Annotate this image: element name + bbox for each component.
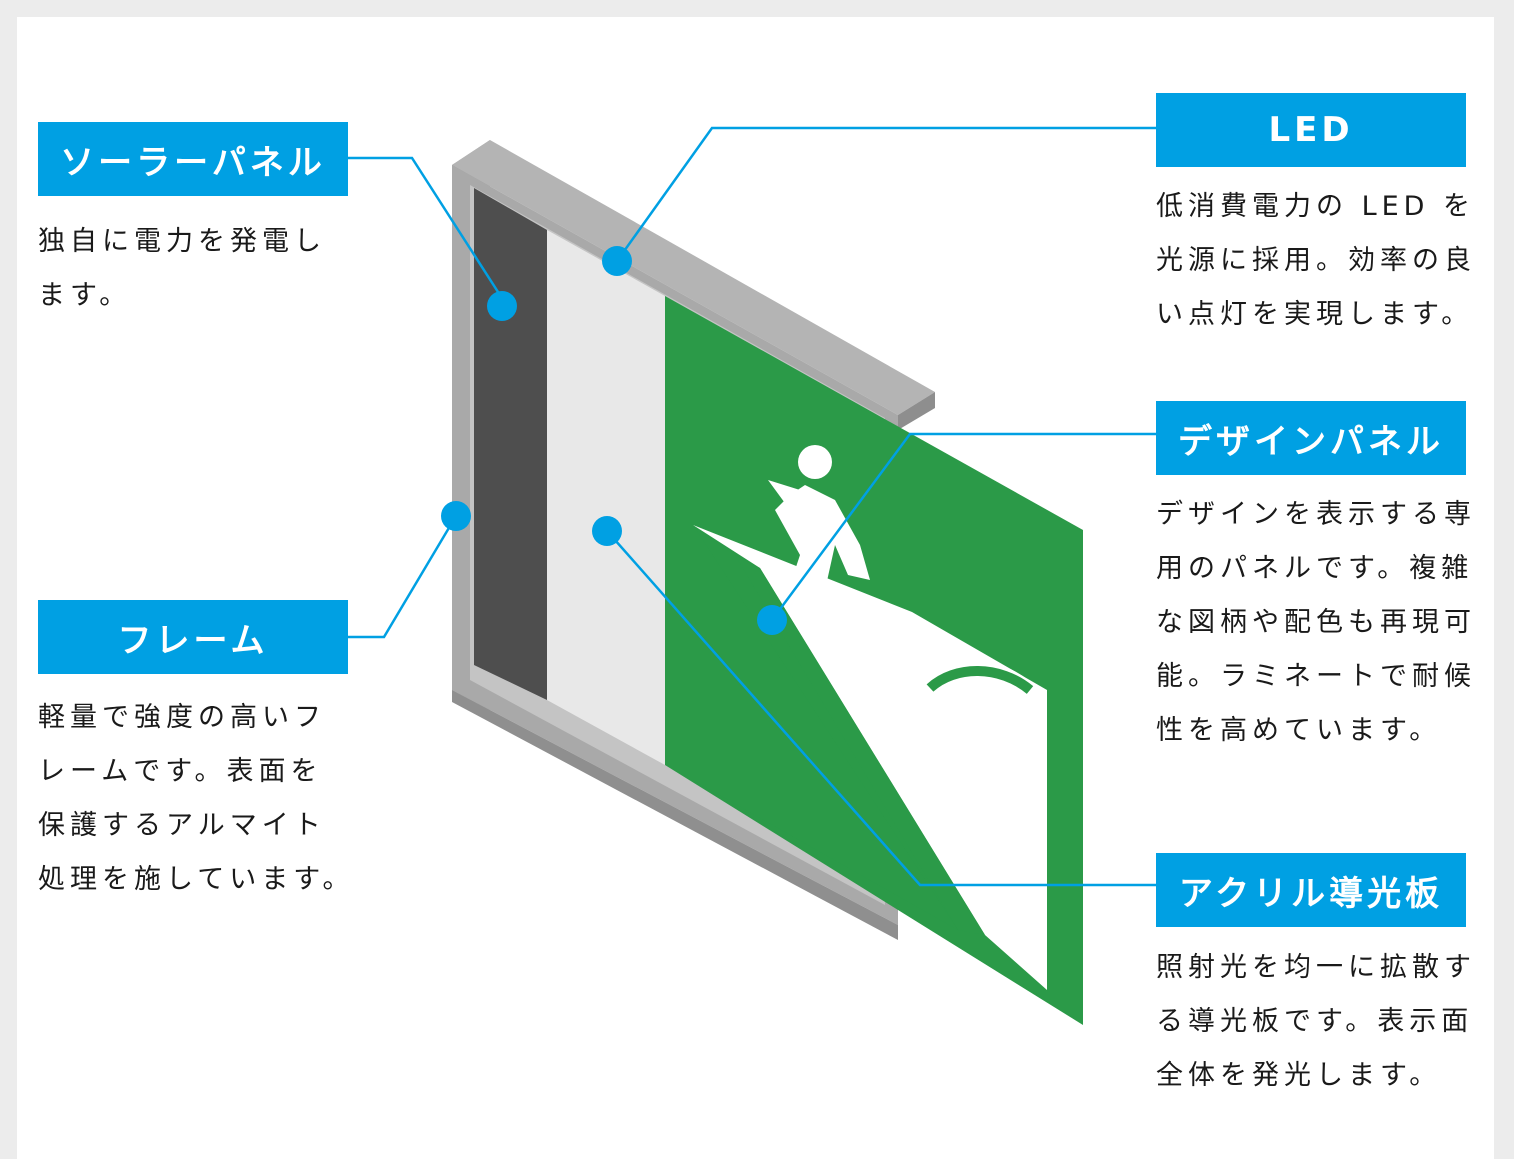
light-guide-strip	[547, 230, 665, 765]
desc-frame: 軽量で強度の高いフ レームです。表面を 保護するアルマイト 処理を施しています。	[38, 702, 355, 895]
frame-top-edge	[898, 392, 935, 430]
frame-top	[452, 140, 935, 415]
tsunami-wave-curve	[926, 666, 1034, 694]
frame-bottom	[452, 690, 898, 940]
label-acrylic-light-guide: アクリル導光板	[1156, 853, 1466, 927]
dot-led	[602, 246, 632, 276]
label-solar-panel: ソーラーパネル	[38, 122, 348, 196]
leader-acrylic	[606, 530, 1156, 887]
leader-lines	[347, 126, 1156, 887]
pictogram-slope	[693, 525, 1047, 990]
desc-led: 低消費電力の LED を 光源に採用。効率の良 い点灯を実現します。	[1156, 191, 1476, 330]
marker-dots	[441, 246, 787, 635]
leader-solar-panel	[347, 156, 509, 307]
label-design-panel: デザインパネル	[1156, 401, 1466, 475]
dot-design-panel	[757, 605, 787, 635]
desc-solar-panel: 独自に電力を発電し ます。	[38, 226, 326, 311]
label-led: LED	[1156, 93, 1466, 167]
pictogram-green-diagonal	[735, 555, 985, 935]
desc-design-panel: デザインを表示する専 用のパネルです。複雑 な図柄や配色も再現可 能。ラミネート…	[1156, 499, 1476, 746]
running-person-pictogram	[768, 445, 895, 640]
solar-panel-strip	[474, 188, 547, 700]
dot-solar-panel	[487, 291, 517, 321]
leader-led	[615, 126, 1156, 262]
desc-acrylic-light-guide: 照射光を均一に拡散す る導光板です。表示面 全体を発光します。	[1156, 952, 1476, 1091]
leader-frame	[347, 515, 458, 639]
label-frame: フレーム	[38, 600, 348, 674]
tsunami-wave-pictogram	[915, 660, 1040, 794]
leader-design-panel	[770, 432, 1156, 621]
dot-frame	[441, 501, 471, 531]
dot-acrylic	[592, 516, 622, 546]
